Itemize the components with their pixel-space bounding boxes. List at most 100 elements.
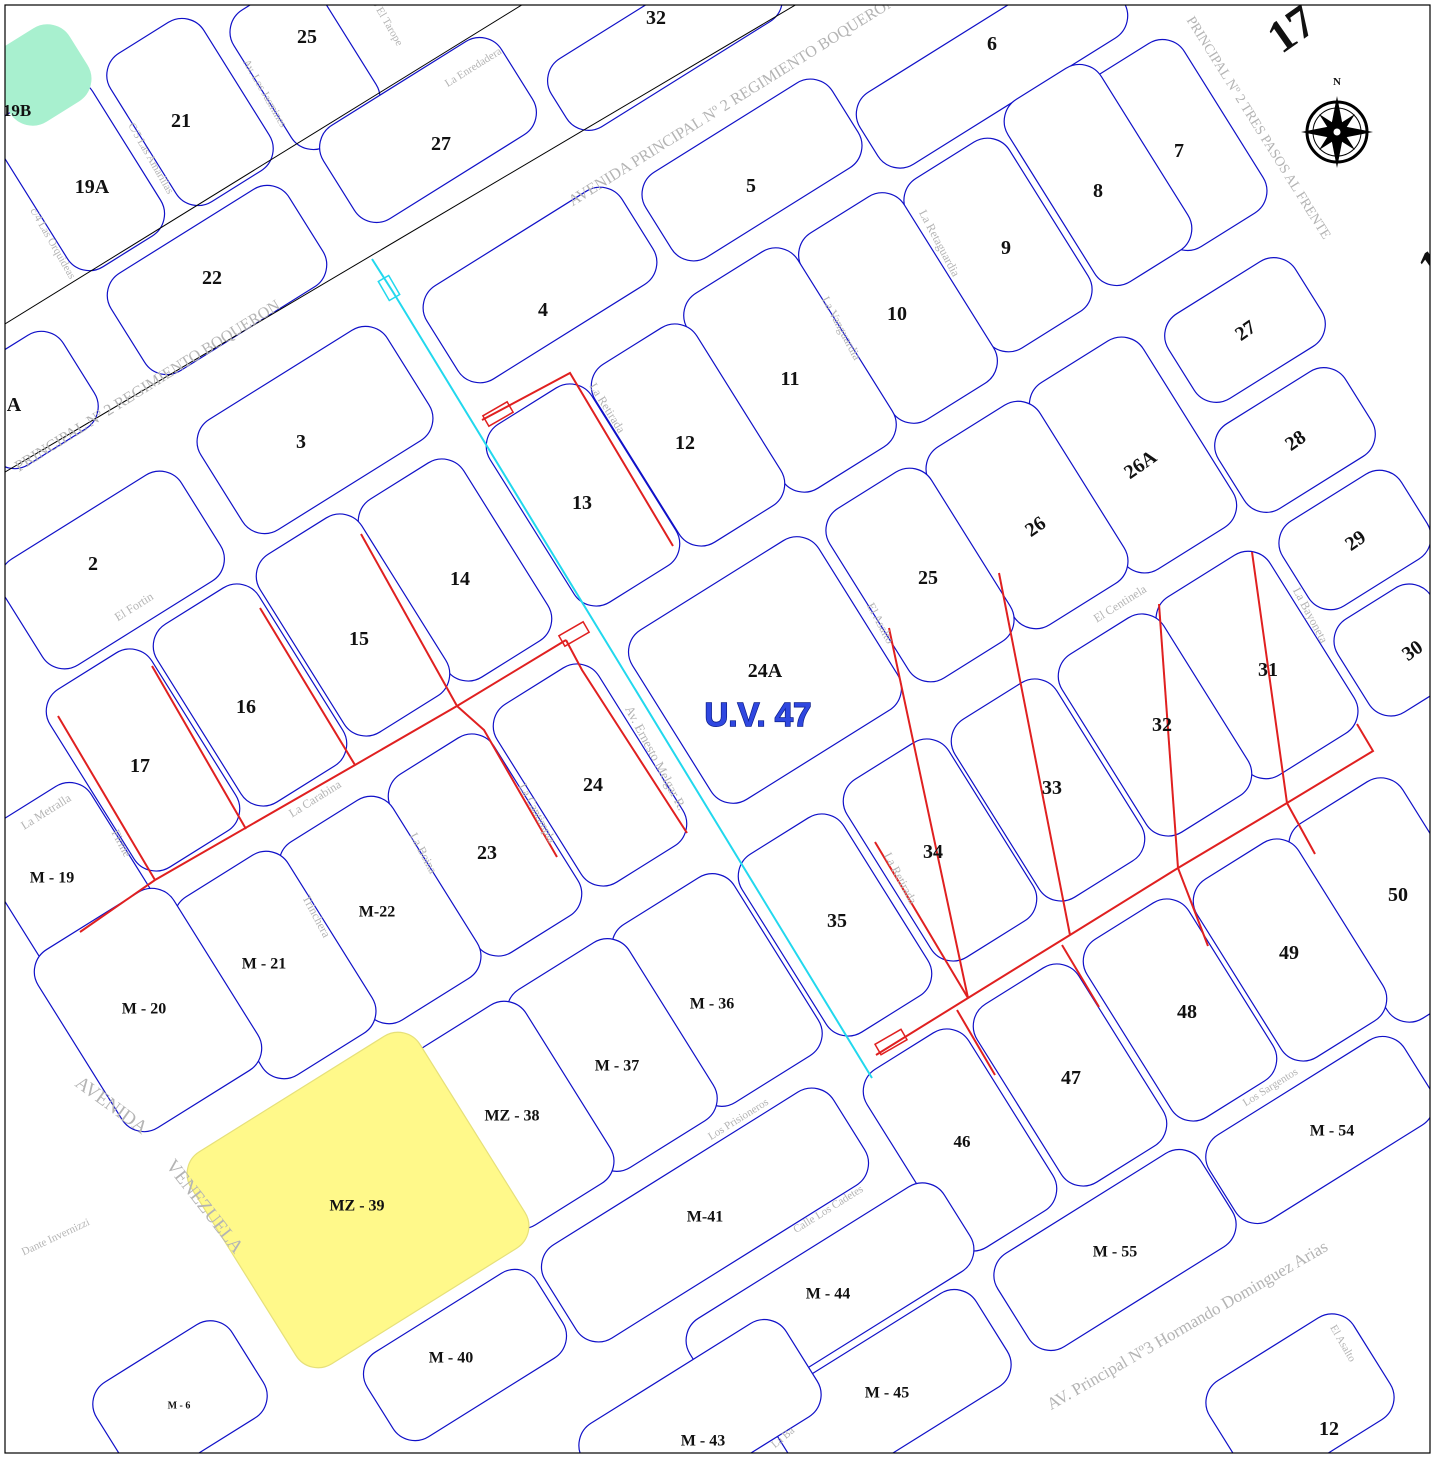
block-label: M - 36 bbox=[690, 996, 734, 1013]
block-label: M - 54 bbox=[1310, 1123, 1354, 1140]
block-label: 25 bbox=[297, 26, 317, 48]
block-label: 13 bbox=[572, 492, 592, 514]
block-22[interactable] bbox=[1205, 358, 1385, 522]
trunk-main bbox=[371, 258, 873, 1079]
block-19[interactable] bbox=[0, 461, 234, 678]
block-label: 17 bbox=[130, 755, 150, 777]
block-label: 32 bbox=[1152, 714, 1172, 736]
unit-number: 17 bbox=[1258, 0, 1325, 63]
block-label: 10 bbox=[887, 303, 907, 325]
block-label: M - 43 bbox=[681, 1433, 725, 1450]
block-label: 35 bbox=[827, 910, 847, 932]
block-59[interactable] bbox=[984, 1140, 1246, 1360]
block-label: M - 21 bbox=[242, 956, 286, 973]
block-57[interactable] bbox=[569, 1310, 831, 1458]
block-58[interactable] bbox=[1196, 1027, 1435, 1234]
block-37[interactable] bbox=[941, 669, 1154, 911]
block-31[interactable] bbox=[36, 639, 249, 881]
block-label: M - 40 bbox=[429, 1350, 473, 1367]
block-36[interactable] bbox=[1048, 604, 1261, 846]
block-32[interactable] bbox=[483, 654, 696, 896]
block-48[interactable] bbox=[25, 879, 272, 1142]
water-network bbox=[57, 258, 1375, 1079]
line-23 bbox=[456, 705, 558, 858]
valve-icon bbox=[873, 1028, 909, 1056]
block-label: 31 bbox=[1258, 659, 1278, 681]
block-label: M-22 bbox=[359, 904, 395, 921]
block-label: M - 37 bbox=[595, 1058, 639, 1075]
block-label: MZ - 39 bbox=[329, 1198, 384, 1215]
block-25[interactable] bbox=[1269, 461, 1435, 620]
block-label: 4 bbox=[538, 299, 548, 321]
line-14 bbox=[360, 533, 458, 707]
valve-icon bbox=[377, 274, 401, 302]
block-16[interactable] bbox=[581, 314, 794, 556]
block-17[interactable] bbox=[476, 374, 689, 616]
block-label: 7 bbox=[1174, 140, 1184, 162]
block-label: 6 bbox=[987, 33, 997, 55]
block-39[interactable] bbox=[728, 804, 941, 1046]
line-48 bbox=[1061, 944, 1100, 1008]
block-label: M - 55 bbox=[1093, 1244, 1137, 1261]
block-60[interactable] bbox=[1196, 1304, 1404, 1458]
block-label: M - 19 bbox=[30, 870, 74, 887]
block-label: 16 bbox=[236, 696, 256, 718]
block-label: 5 bbox=[746, 175, 756, 197]
north-label: N bbox=[1333, 76, 1341, 88]
block-52[interactable] bbox=[177, 1022, 538, 1377]
block-20[interactable] bbox=[0, 322, 108, 479]
block-53[interactable] bbox=[532, 1078, 879, 1351]
line-31 bbox=[1251, 551, 1316, 855]
block-27[interactable] bbox=[619, 527, 912, 813]
line-32 bbox=[1158, 603, 1179, 869]
block-6[interactable] bbox=[310, 28, 546, 233]
zone-label: U.V. 47 bbox=[704, 696, 811, 733]
block-18[interactable] bbox=[187, 317, 442, 544]
block-38[interactable] bbox=[833, 729, 1046, 971]
block-label: 14 bbox=[450, 568, 470, 590]
block-label: 15 bbox=[349, 628, 369, 650]
block-label: 46 bbox=[954, 1132, 971, 1151]
unit-number-edge: 1 bbox=[1408, 238, 1435, 295]
block-55[interactable] bbox=[354, 1260, 577, 1451]
block-label: 47 bbox=[1061, 1067, 1081, 1089]
block-30[interactable] bbox=[143, 574, 356, 816]
block-4[interactable] bbox=[0, 15, 101, 135]
block-26[interactable] bbox=[816, 458, 1024, 691]
block-44[interactable] bbox=[853, 1019, 1066, 1261]
block-42[interactable] bbox=[1073, 889, 1286, 1131]
block-label: M - 20 bbox=[122, 1001, 166, 1018]
block-41[interactable] bbox=[1183, 829, 1396, 1071]
street-label: C/6 El Tarope bbox=[364, 0, 405, 48]
block-35[interactable] bbox=[1324, 574, 1435, 726]
block-61[interactable] bbox=[83, 1311, 277, 1458]
block-label: 12 bbox=[675, 432, 695, 454]
block-12[interactable] bbox=[994, 55, 1201, 296]
valve-icon bbox=[557, 620, 591, 648]
block-7[interactable] bbox=[538, 0, 792, 140]
block-label: 24 bbox=[583, 774, 603, 796]
line-35 bbox=[874, 841, 969, 999]
block-label: 25 bbox=[918, 567, 938, 589]
block-label: 19A bbox=[75, 176, 110, 198]
block-label: M - 44 bbox=[806, 1286, 850, 1303]
block-10[interactable] bbox=[413, 177, 666, 392]
block-21[interactable] bbox=[1155, 248, 1335, 412]
block-43[interactable] bbox=[963, 954, 1176, 1196]
block-9[interactable] bbox=[632, 69, 872, 270]
valve-icon bbox=[481, 400, 515, 428]
block-label: 9 bbox=[1001, 237, 1011, 259]
block-2[interactable] bbox=[97, 9, 283, 216]
block-label: 49 bbox=[1279, 942, 1299, 964]
block-56[interactable] bbox=[759, 1280, 1021, 1458]
block-label: 2 bbox=[88, 553, 98, 575]
block-29[interactable] bbox=[246, 504, 459, 746]
block-label-layer: 252119A19B2227326547891011121332A272826A… bbox=[5, 7, 1427, 1450]
line-17 bbox=[57, 715, 156, 881]
north-compass-icon: N bbox=[1301, 76, 1373, 168]
block-label: M-41 bbox=[687, 1209, 723, 1226]
block-label: 50 bbox=[1388, 884, 1408, 906]
